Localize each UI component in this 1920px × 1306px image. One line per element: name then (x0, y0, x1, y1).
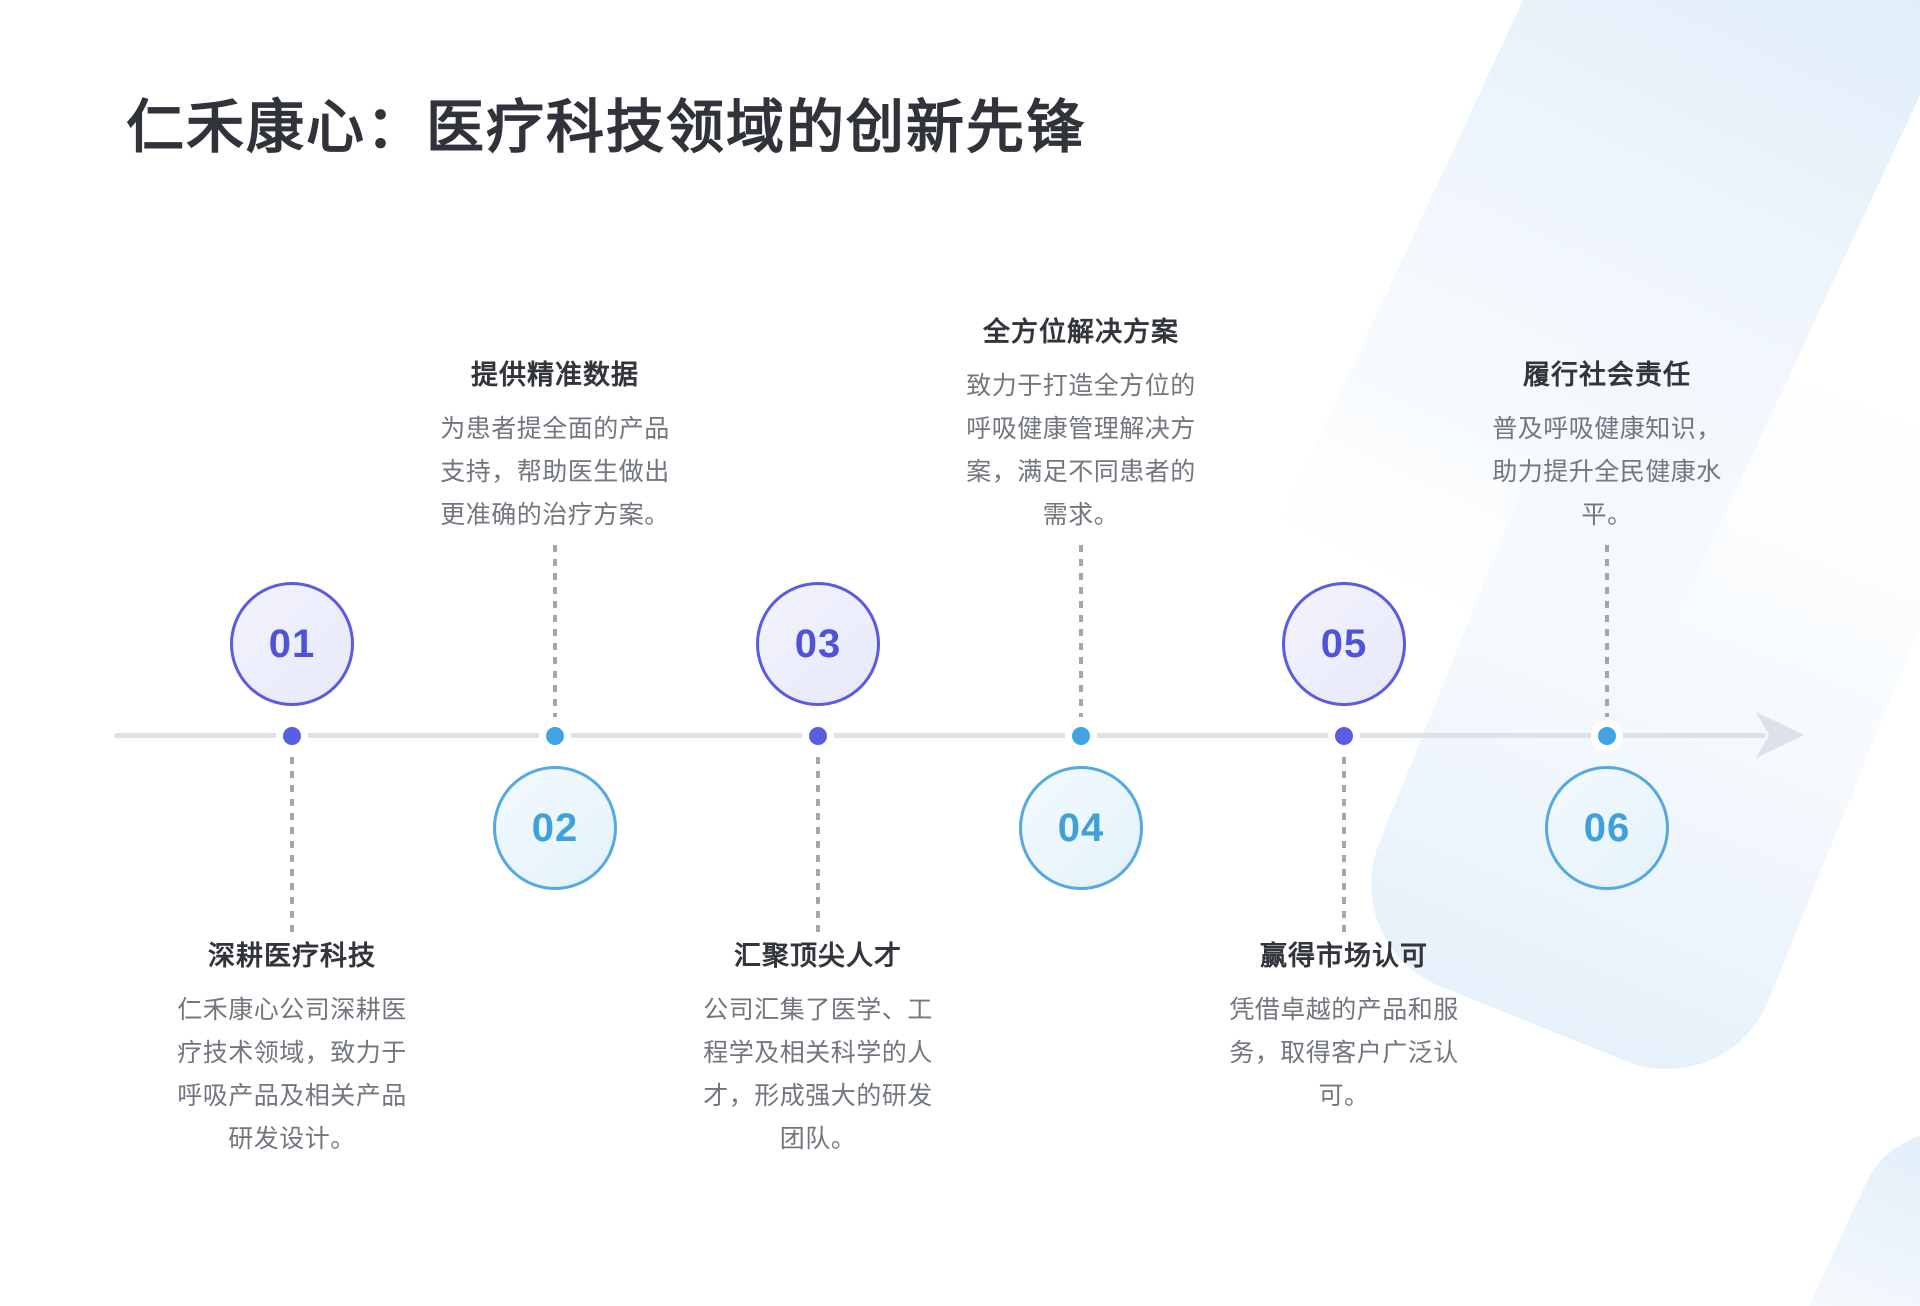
step-number: 01 (268, 621, 316, 666)
dashed-connector (553, 545, 557, 717)
page-title: 仁禾康心：医疗科技领域的创新先锋 (126, 95, 1087, 160)
step-number: 05 (1320, 621, 1368, 666)
timeline-node: 03 汇聚顶尖人才 公司汇集了医学、工程学及相关科学的人才，形成强大的研发团队。 (668, 0, 968, 1306)
dashed-connector (1342, 757, 1346, 933)
step-heading: 赢得市场认可 (1260, 941, 1428, 971)
timeline-dot (546, 727, 564, 745)
step-text: 提供精准数据 为患者提全面的产品支持，帮助医生做出更准确的治疗方案。 (405, 353, 705, 537)
right-arrow-icon (1756, 712, 1804, 758)
timeline-node: 06 履行社会责任 普及呼吸健康知识，助力提升全民健康水平。 (1457, 0, 1757, 1306)
dashed-connector (290, 757, 294, 933)
step-circle: 06 (1545, 766, 1669, 890)
step-heading: 深耕医疗科技 (208, 941, 376, 971)
step-body: 普及呼吸健康知识，助力提升全民健康水平。 (1492, 415, 1722, 529)
step-text: 赢得市场认可 凭借卓越的产品和服务，取得客户广泛认可。 (1194, 934, 1494, 1118)
timeline-node: 05 赢得市场认可 凭借卓越的产品和服务，取得客户广泛认可。 (1194, 0, 1494, 1306)
step-heading: 提供精准数据 (471, 360, 639, 390)
step-text: 履行社会责任 普及呼吸健康知识，助力提升全民健康水平。 (1457, 353, 1757, 537)
step-text: 深耕医疗科技 仁禾康心公司深耕医疗技术领域，致力于呼吸产品及相关产品研发设计。 (142, 934, 442, 1161)
timeline-dot (809, 727, 827, 745)
step-text: 全方位解决方案 致力于打造全方位的呼吸健康管理解决方案，满足不同患者的需求。 (931, 310, 1231, 537)
step-body: 仁禾康心公司深耕医疗技术领域，致力于呼吸产品及相关产品研发设计。 (177, 996, 407, 1153)
step-body: 凭借卓越的产品和服务，取得客户广泛认可。 (1229, 996, 1459, 1110)
timeline-dot (1598, 727, 1616, 745)
step-number: 06 (1583, 805, 1631, 850)
step-heading: 全方位解决方案 (983, 317, 1179, 347)
timeline-dot (1072, 727, 1090, 745)
timeline-node: 01 深耕医疗科技 仁禾康心公司深耕医疗技术领域，致力于呼吸产品及相关产品研发设… (142, 0, 442, 1306)
dashed-connector (816, 757, 820, 933)
step-circle: 04 (1019, 766, 1143, 890)
dashed-connector (1605, 545, 1609, 717)
step-text: 汇聚顶尖人才 公司汇集了医学、工程学及相关科学的人才，形成强大的研发团队。 (668, 934, 968, 1161)
step-number: 02 (531, 805, 579, 850)
step-circle: 05 (1282, 582, 1406, 706)
dashed-connector (1079, 545, 1083, 717)
step-heading: 履行社会责任 (1523, 360, 1691, 390)
timeline-dot (1335, 727, 1353, 745)
step-body: 致力于打造全方位的呼吸健康管理解决方案，满足不同患者的需求。 (966, 372, 1196, 529)
step-body: 公司汇集了医学、工程学及相关科学的人才，形成强大的研发团队。 (703, 996, 933, 1153)
timeline-node: 02 提供精准数据 为患者提全面的产品支持，帮助医生做出更准确的治疗方案。 (405, 0, 705, 1306)
timeline-node: 04 全方位解决方案 致力于打造全方位的呼吸健康管理解决方案，满足不同患者的需求… (931, 0, 1231, 1306)
timeline-axis (114, 733, 1766, 738)
timeline-dot (283, 727, 301, 745)
step-circle: 01 (230, 582, 354, 706)
step-circle: 03 (756, 582, 880, 706)
step-circle: 02 (493, 766, 617, 890)
step-number: 03 (794, 621, 842, 666)
step-number: 04 (1057, 805, 1105, 850)
step-body: 为患者提全面的产品支持，帮助医生做出更准确的治疗方案。 (440, 415, 670, 529)
step-heading: 汇聚顶尖人才 (734, 941, 902, 971)
